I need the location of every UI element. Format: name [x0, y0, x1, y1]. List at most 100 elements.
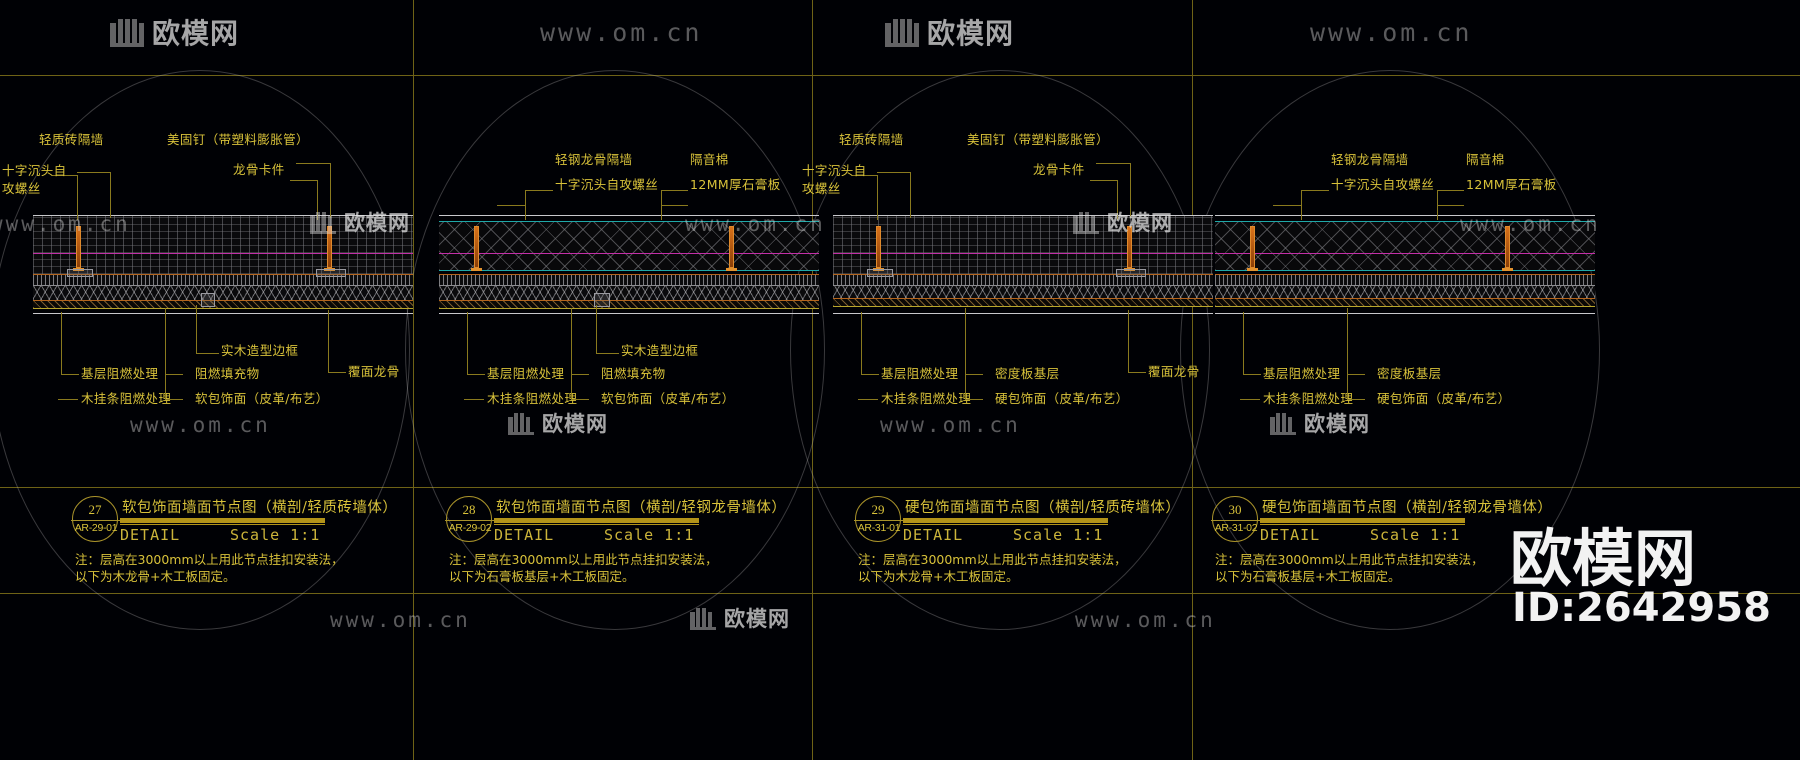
- self-tapping-screw-1: [474, 226, 479, 268]
- gypsum-board-line-top: [439, 221, 819, 222]
- wall-assembly-section: [833, 215, 1213, 325]
- leader-tick-wood-frame: [196, 353, 219, 354]
- leader-line-base-fr: [861, 312, 862, 374]
- label-base-fire-retardant: 基层阻燃处理: [881, 366, 959, 381]
- leader-tick-mdf: [965, 374, 983, 375]
- label-cross-screw-line2: 攻螺丝: [802, 181, 841, 196]
- label-wood-batten-fire-retardant: 木挂条阻燃处理: [81, 391, 172, 406]
- self-tapping-screw-1: [76, 226, 81, 268]
- wall-assembly-section: [439, 215, 819, 325]
- wall-outline-bottom: [33, 313, 413, 314]
- label-cross-screw-line2: 攻螺丝: [2, 181, 41, 196]
- label-wood-batten-fire-retardant: 木挂条阻燃处理: [487, 391, 578, 406]
- label-gypsum-board: 12MM厚石膏板: [1466, 177, 1557, 192]
- label-solid-wood-frame: 实木造型边框: [221, 343, 299, 358]
- leader-tick-face-keel: [1128, 372, 1146, 373]
- title-underline-thin: [903, 524, 1108, 525]
- label-base-fire-retardant: 基层阻燃处理: [487, 366, 565, 381]
- leader-tick-filler: [165, 374, 183, 375]
- batten-line: [833, 285, 1213, 286]
- leader-tick-stud-wall: [1301, 190, 1329, 191]
- frame-line-mid: [0, 487, 1800, 488]
- detail-divider: [445, 520, 495, 521]
- label-face-keel: 覆面龙骨: [1148, 364, 1200, 379]
- leader-tick-acoustic: [1437, 190, 1464, 191]
- screw-head-2: [726, 268, 737, 271]
- leader-tick-keel-clip: [290, 180, 317, 181]
- title-underline-bar: [903, 518, 1108, 523]
- leader-tick-gypsum: [661, 205, 688, 206]
- leader-tick-batten-fr: [464, 399, 484, 400]
- detail-keyword: DETAIL: [494, 526, 555, 544]
- detail-keyword: DETAIL: [903, 526, 964, 544]
- note-line-1: 注：层高在3000mm以上用此节点挂扣安装法，: [1215, 552, 1484, 567]
- leader-tick-screw: [1273, 205, 1301, 206]
- leader-line-screw: [77, 175, 78, 220]
- lightweight-brick-wall-hatch: [33, 216, 413, 274]
- title-underline-thin: [120, 524, 325, 525]
- label-keel-clip: 龙骨卡件: [1033, 162, 1085, 177]
- wall-finish-line: [833, 253, 1213, 254]
- leader-line-soft-pack: [165, 374, 166, 399]
- leader-tick-batten-fr: [1240, 399, 1260, 400]
- leader-tick-screw: [852, 175, 877, 176]
- label-wood-batten-fire-retardant: 木挂条阻燃处理: [881, 391, 972, 406]
- fire-retardant-base-hatch: [439, 275, 819, 285]
- label-acoustic-wool: 隔音棉: [1466, 152, 1505, 167]
- leader-tick-soft-pack: [571, 399, 589, 400]
- leader-tick-base-fr: [61, 374, 79, 375]
- leader-line-mdf: [1347, 308, 1348, 374]
- detail-marker-2: 28 AR-29-02: [445, 496, 495, 542]
- label-mdf-substrate: 密度板基层: [1377, 366, 1442, 381]
- note-line-1: 注：层高在3000mm以上用此节点挂扣安装法，: [75, 552, 344, 567]
- batten-line: [1215, 285, 1595, 286]
- soft-pack-finish-hatch: [439, 301, 819, 308]
- detail-sheet-code: AR-31-01: [857, 522, 901, 534]
- leader-tick-base-fr: [1243, 374, 1261, 375]
- label-steel-stud-wall: 轻钢龙骨隔墙: [555, 152, 633, 167]
- frame-line-lower: [0, 593, 1800, 594]
- wall-finish-line: [1215, 253, 1595, 254]
- wall-outline-top: [439, 215, 819, 216]
- label-lightweight-brick-wall: 轻质砖隔墙: [39, 132, 104, 147]
- substrate-line-2: [1215, 298, 1595, 299]
- label-soft-pack-finish: 软包饰面（皮革/布艺）: [601, 391, 735, 406]
- screw-head-1: [1247, 268, 1258, 271]
- self-tapping-screw-2: [729, 226, 734, 268]
- leader-line-brick: [910, 172, 911, 218]
- detail-panel-3: 轻质砖隔墙 美固钉（带塑料膨胀管） 十字沉头自 攻螺丝 龙骨卡件 基层阻燃处理 …: [800, 0, 1260, 760]
- wall-outline-top: [833, 215, 1213, 216]
- frame-divider-1: [413, 0, 414, 760]
- detail-sheet-code: AR-31-02: [1214, 522, 1258, 534]
- expansion-anchor-screw: [327, 226, 332, 268]
- wall-outline-bottom: [1215, 313, 1595, 314]
- mdf-substrate-hatch: [833, 286, 1213, 298]
- screw-head-1: [471, 268, 482, 271]
- note-line-1: 注：层高在3000mm以上用此节点挂扣安装法，: [858, 552, 1127, 567]
- keel-clip-1: [867, 269, 893, 277]
- lightweight-brick-wall-hatch: [833, 216, 1213, 274]
- leader-tick-anchor: [296, 163, 330, 164]
- keel-clip-1: [67, 269, 93, 277]
- leader-line-screw: [877, 175, 878, 220]
- leader-line-anchor: [330, 163, 331, 218]
- title-underline-thin: [1260, 524, 1465, 525]
- finish-face-line: [439, 308, 819, 309]
- leader-line-hard-pack: [1347, 374, 1348, 399]
- wall-outline-top: [33, 215, 413, 216]
- leader-line-soft-pack: [571, 374, 572, 399]
- label-expansion-anchor: 美固钉（带塑料膨胀管）: [967, 132, 1109, 147]
- note-line-2: 以下为木龙骨+木工板固定。: [858, 569, 1019, 584]
- scale-label: Scale 1:1: [230, 526, 321, 544]
- detail-number: 29: [871, 502, 885, 517]
- leader-tick-soft-pack: [165, 399, 183, 400]
- hard-pack-finish-hatch: [833, 299, 1213, 306]
- label-fire-retardant-filler: 阻燃填充物: [195, 366, 260, 381]
- leader-tick-batten-fr: [858, 399, 878, 400]
- label-expansion-anchor: 美固钉（带塑料膨胀管）: [167, 132, 309, 147]
- label-cross-screw-line1: 十字沉头自: [2, 163, 67, 178]
- fire-retardant-base-hatch: [33, 275, 413, 285]
- frame-profile-detail: [594, 293, 610, 307]
- detail-title: 软包饰面墙面节点图（横剖/轻钢龙骨墙体）: [496, 500, 787, 516]
- leader-tick-stud-wall: [525, 190, 553, 191]
